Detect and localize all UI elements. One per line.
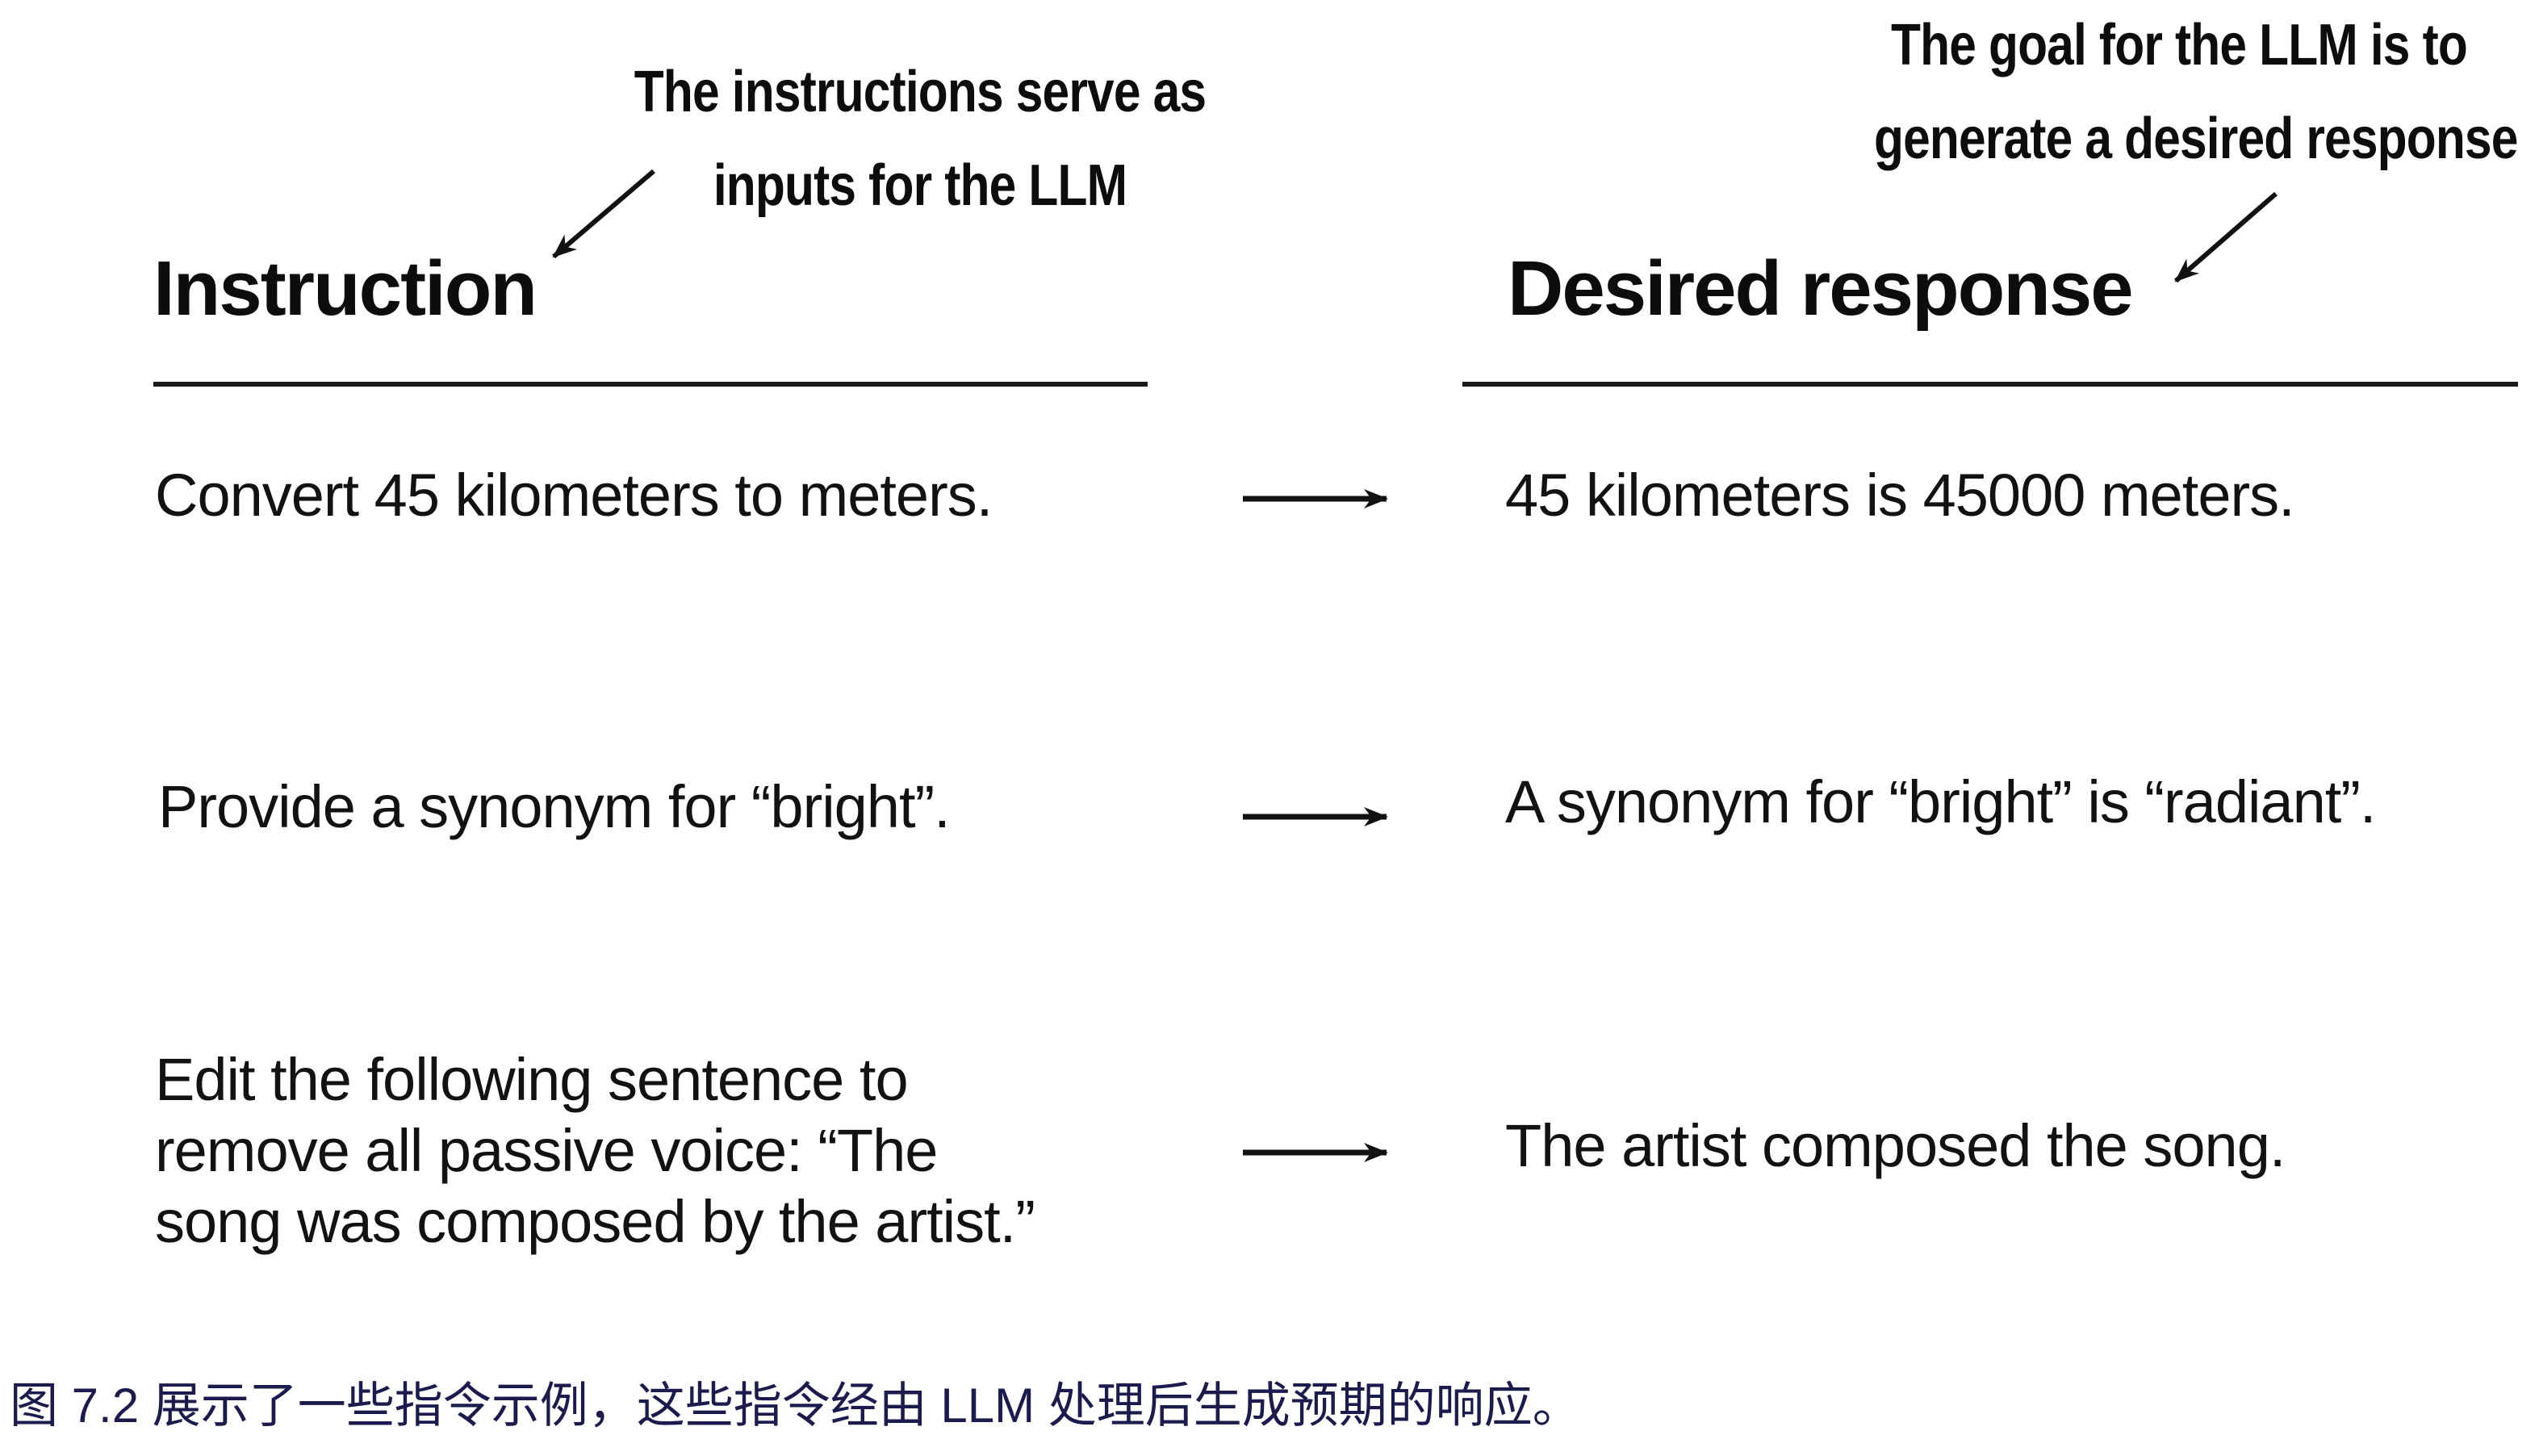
annotation-goal-note: The goal for the LLM is to generate a de… <box>1874 0 2518 186</box>
instruction-cell-3: Edit the following sentence to remove al… <box>155 1046 1035 1255</box>
instruction-column-rule <box>153 382 1148 387</box>
instruction-cell-2: Provide a synonym for “bright”. <box>158 773 951 840</box>
response-cell-1: 45 kilometers is 45000 meters. <box>1505 462 2295 529</box>
annotation-instructions-line2: inputs for the LLM <box>713 153 1127 218</box>
response-cell-2: A synonym for “bright” is “radiant”. <box>1505 768 2376 835</box>
annotation-instructions-line1: The instructions serve as <box>634 60 1207 124</box>
response-cell-3: The artist composed the song. <box>1505 1112 2286 1179</box>
instruction-cell-1: Convert 45 kilometers to meters. <box>155 462 993 529</box>
instruction-column-header: Instruction <box>153 245 537 332</box>
annotation-goal-line2: generate a desired response <box>1874 107 2518 171</box>
annotation-goal-arrow-icon <box>2174 191 2278 283</box>
desired-response-column-header: Desired response <box>1508 245 2134 332</box>
annotation-instructions-note: The instructions serve as inputs for the… <box>615 45 1225 232</box>
desired-response-column-rule <box>1462 382 2518 387</box>
annotation-goal-line1: The goal for the LLM is to <box>1891 13 2468 77</box>
figure-caption: 图 7.2 展示了一些指令示例，这些指令经由 LLM 处理后生成预期的响应。 <box>10 1379 1581 1433</box>
